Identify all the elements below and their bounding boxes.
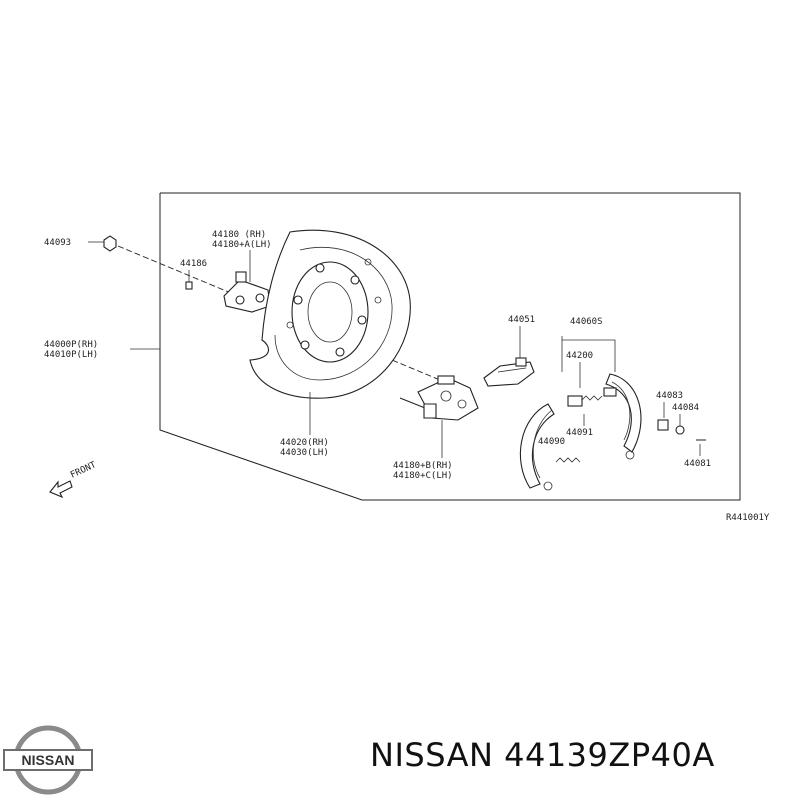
label-44180b-rh: 44180+B(RH) bbox=[393, 461, 453, 471]
brake-shoes bbox=[519, 373, 642, 491]
label-44186: 44186 bbox=[180, 259, 207, 269]
diagram-frame bbox=[159, 192, 741, 501]
label-44051: 44051 bbox=[508, 315, 535, 325]
reference-code: R441001Y bbox=[726, 513, 770, 523]
part-number-caption: NISSAN 44139ZP40A bbox=[370, 736, 715, 774]
label-44081: 44081 bbox=[684, 459, 711, 469]
label-44180a-lh: 44180+A(LH) bbox=[212, 240, 272, 250]
label-44000p-rh: 44000P(RH) bbox=[44, 340, 98, 350]
logo-text: NISSAN bbox=[22, 752, 75, 768]
leader-44060s bbox=[561, 336, 616, 372]
backing-plate-44000p bbox=[249, 229, 411, 399]
front-label: FRONT bbox=[69, 460, 98, 481]
label-44083: 44083 bbox=[656, 391, 683, 401]
spring-cup-44083 bbox=[657, 419, 669, 431]
front-arrow-icon bbox=[49, 480, 73, 499]
nissan-logo: NISSAN bbox=[3, 725, 93, 795]
nut-44093 bbox=[103, 235, 117, 252]
label-44093: 44093 bbox=[44, 238, 71, 248]
label-44084: 44084 bbox=[672, 403, 699, 413]
adjuster-44051 bbox=[483, 357, 535, 387]
label-44090: 44090 bbox=[538, 437, 565, 447]
bolt-44186 bbox=[185, 281, 193, 290]
spring-44084 bbox=[675, 425, 685, 435]
label-44180-rh: 44180 (RH) bbox=[212, 230, 266, 240]
label-44030-lh: 44030(LH) bbox=[280, 448, 329, 458]
label-44200: 44200 bbox=[566, 351, 593, 361]
label-44060s: 44060S bbox=[570, 317, 603, 327]
label-44010p-lh: 44010P(LH) bbox=[44, 350, 98, 360]
lever-44020 bbox=[399, 375, 479, 421]
label-44091: 44091 bbox=[566, 428, 593, 438]
label-44180c-lh: 44180+C(LH) bbox=[393, 471, 453, 481]
label-44020-rh: 44020(RH) bbox=[280, 438, 329, 448]
bracket-44180 bbox=[223, 271, 271, 313]
